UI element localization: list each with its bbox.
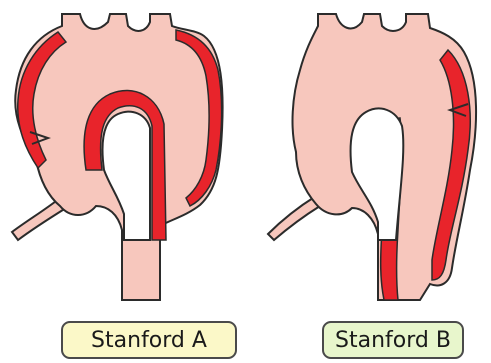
stanford-a-arch-inner <box>103 112 150 240</box>
stanford-b-aorta <box>268 14 476 300</box>
stanford-b-label-text: Stanford B <box>335 328 451 353</box>
stanford-a-label-text: Stanford A <box>91 328 207 353</box>
stanford-a-label: Stanford A <box>61 321 237 359</box>
stanford-b-label: Stanford B <box>322 321 464 359</box>
stanford-a-aorta <box>12 14 223 300</box>
stanford-b-side-vessel <box>268 196 320 240</box>
stanford-b-arch-inner <box>351 108 404 240</box>
